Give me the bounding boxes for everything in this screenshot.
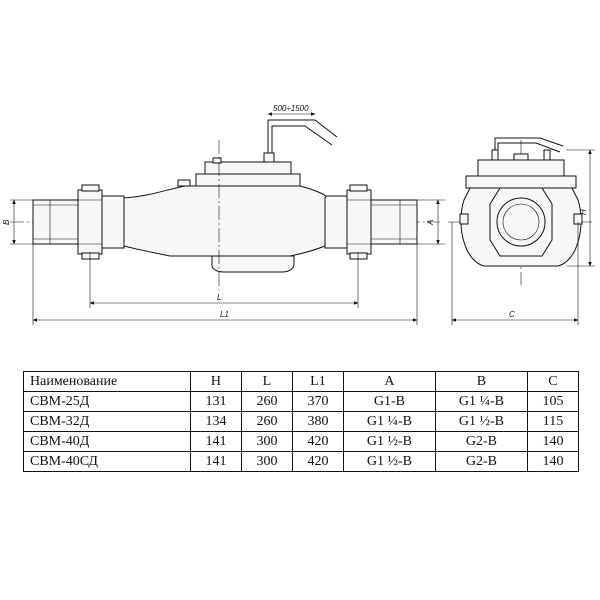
cell-a: G1 ½-B [342,451,436,472]
cell-h: 141 [189,451,242,472]
cell-l: 260 [240,391,293,412]
cell-l1: 420 [291,431,344,452]
table-row: СВМ-25Д 131 260 370 G1-B G1 ¼-B 105 [23,391,580,412]
cell-c: 140 [526,451,580,472]
cell-a: G1-B [342,391,436,412]
col-header-h: H [189,371,242,392]
cell-name: СВМ-40СД [23,451,191,472]
col-header-name: Наименование [23,371,191,392]
dim-b-label: B [2,219,11,225]
table-row: СВМ-40Д 141 300 420 G1 ½-B G2-B 140 [23,431,580,452]
table-row: СВМ-32Д 134 260 380 G1 ¼-B G1 ½-B 115 [23,411,580,432]
cell-l1: 420 [291,451,344,472]
col-header-b: B [434,371,528,392]
cell-l: 300 [240,431,293,452]
cell-b: G1 ½-B [434,411,528,432]
col-header-l1: L1 [291,371,344,392]
meter-drawing: 500÷1500 B A L L1 [2,104,595,325]
cell-h: 134 [189,411,242,432]
col-header-l: L [240,371,293,392]
dim-h-label: H [579,209,588,215]
col-header-c: C [526,371,580,392]
cell-l: 300 [240,451,293,472]
cell-name: СВМ-25Д [23,391,191,412]
cell-l1: 380 [291,411,344,432]
side-view: 500÷1500 B A L L1 [2,104,445,325]
cable-length-label: 500÷1500 [273,104,309,113]
cell-c: 115 [526,411,580,432]
cell-name: СВМ-40Д [23,431,191,452]
cell-b: G2-B [434,451,528,472]
cell-c: 140 [526,431,580,452]
cell-a: G1 ½-B [342,431,436,452]
dim-a-label: A [426,220,435,226]
cell-b: G1 ¼-B [434,391,528,412]
end-view: H C [448,137,595,325]
spec-table: Наименование H L L1 A B C СВМ-25Д 131 26… [23,371,580,472]
cell-l1: 370 [291,391,344,412]
cell-name: СВМ-32Д [23,411,191,432]
table-header-row: Наименование H L L1 A B C [23,371,580,392]
cell-l: 260 [240,411,293,432]
cell-c: 105 [526,391,580,412]
dim-l1-label: L1 [220,310,229,319]
cell-h: 141 [189,431,242,452]
dim-c-label: C [509,310,515,319]
cell-h: 131 [189,391,242,412]
cell-b: G2-B [434,431,528,452]
cell-a: G1 ¼-B [342,411,436,432]
dim-l-label: L [217,293,221,302]
table-row: СВМ-40СД 141 300 420 G1 ½-B G2-B 140 [23,451,580,472]
col-header-a: A [342,371,436,392]
